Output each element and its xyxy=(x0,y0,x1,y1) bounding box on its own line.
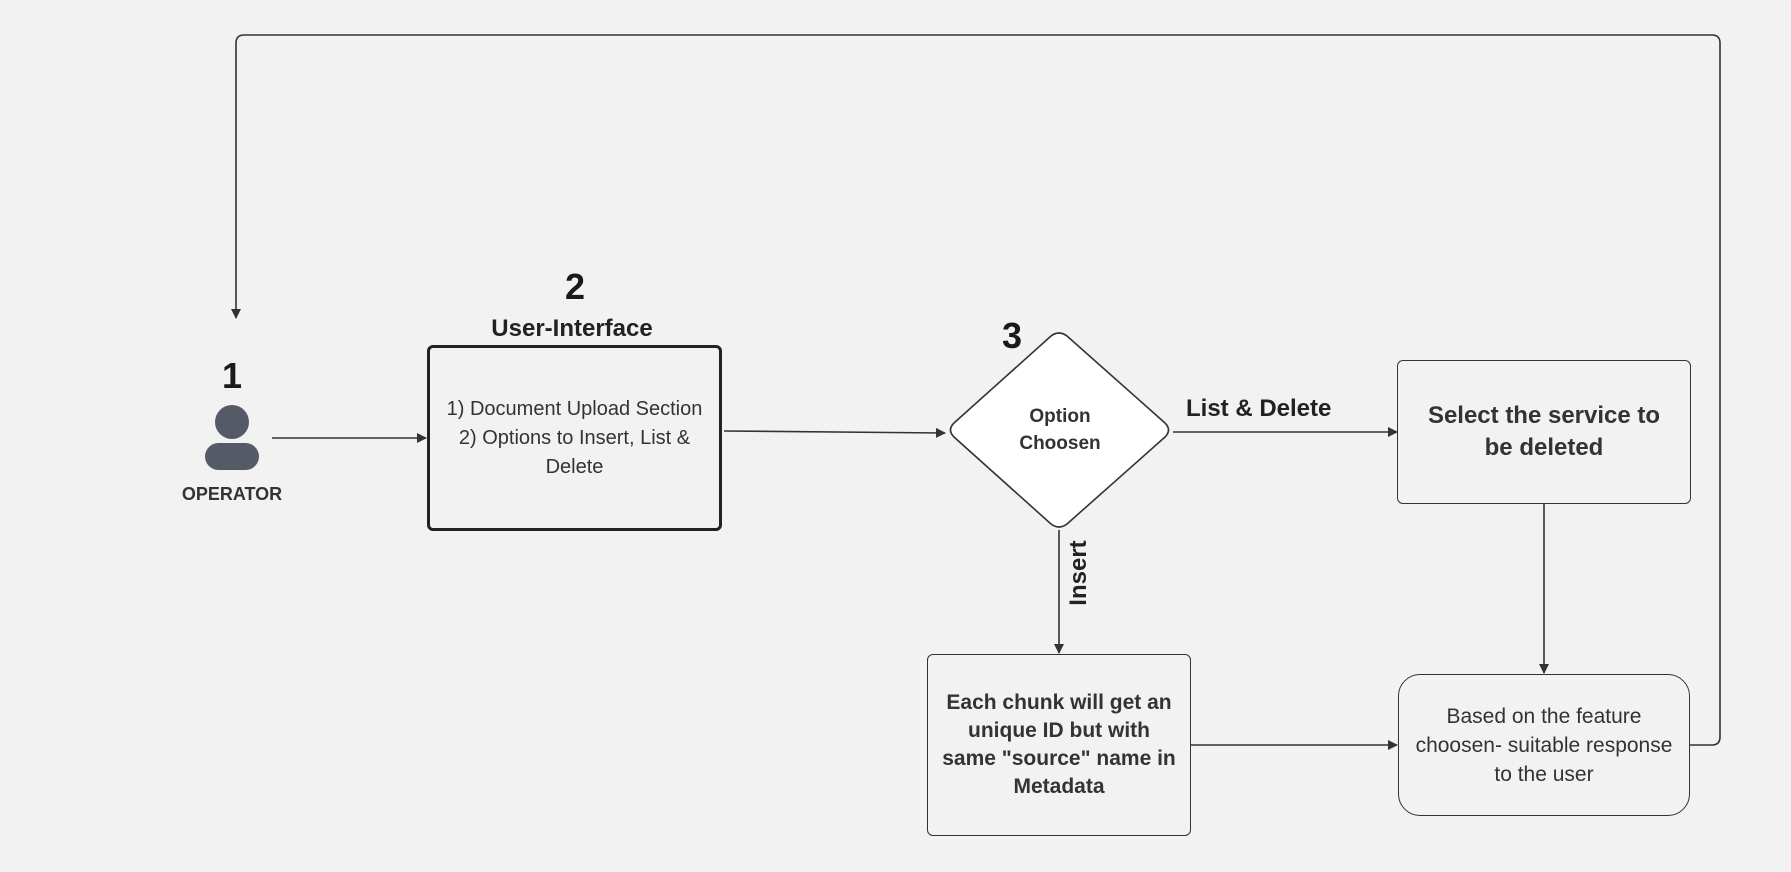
step-number-3: 3 xyxy=(1001,315,1023,356)
decision-label: Option Choosen xyxy=(1019,406,1101,454)
step-number-1: 1 xyxy=(221,355,243,396)
ui-to-decision-arrow xyxy=(723,427,946,438)
ui-title: User-Interface xyxy=(491,315,653,342)
loop-back-connector xyxy=(231,34,1721,746)
user-interface-box: 1) Document Upload Section 2) Options to… xyxy=(427,345,722,531)
ui-line-document-upload: 1) Document Upload Section xyxy=(446,397,703,420)
user-icon xyxy=(205,405,259,470)
response-box: Based on the feature choosen- suitable r… xyxy=(1398,674,1690,816)
chunk-metadata-box: Each chunk will get an unique ID but wit… xyxy=(927,654,1191,836)
edge-label-list-delete: List & Delete xyxy=(1186,395,1332,422)
ui-line-options: 2) Options to Insert, List & Delete xyxy=(458,426,691,478)
step-number-2: 2 xyxy=(564,266,586,307)
decision-diamond xyxy=(949,332,1170,528)
operator-label: OPERATOR xyxy=(181,483,283,504)
select-service-box: Select the service to be deleted xyxy=(1397,360,1691,504)
edge-label-insert: Insert xyxy=(1065,540,1092,606)
